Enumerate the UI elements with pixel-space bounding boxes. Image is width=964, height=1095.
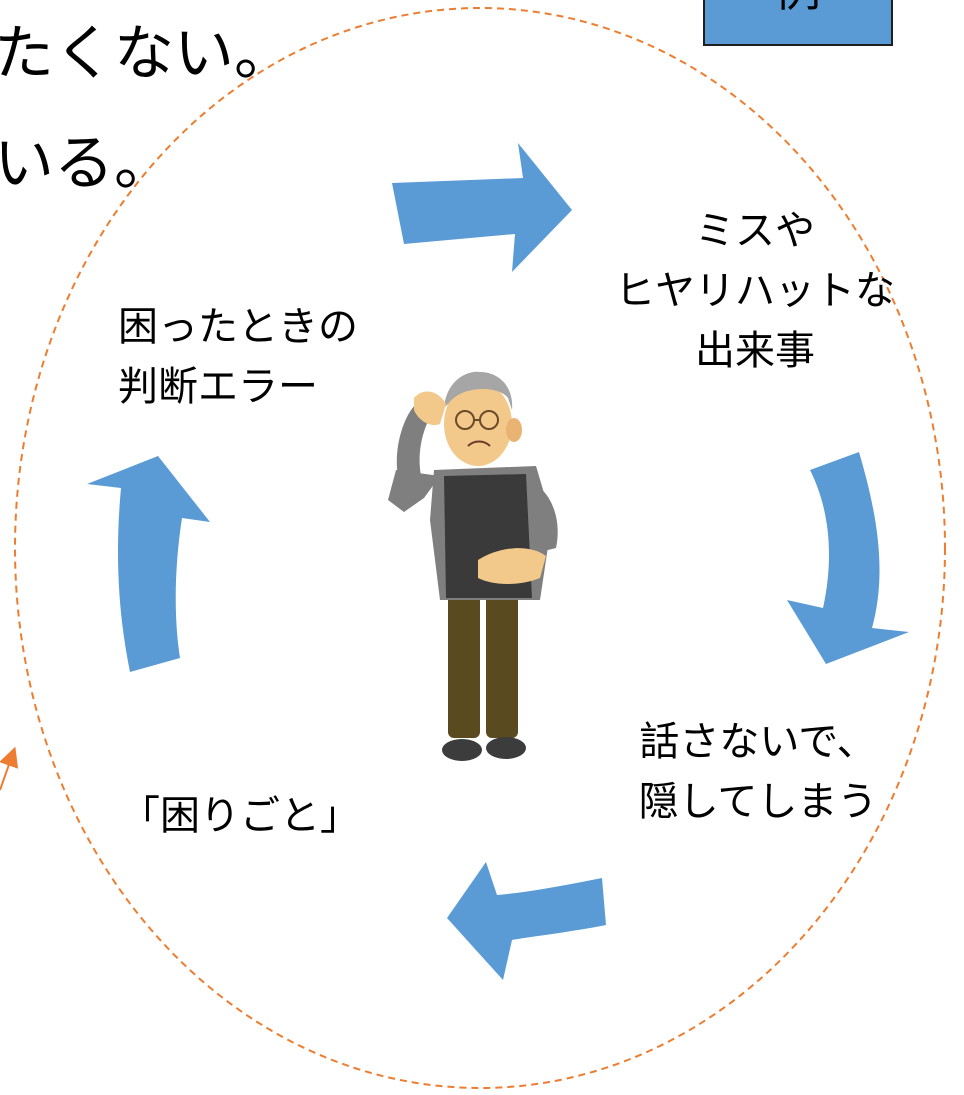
pointer-arrow (0, 746, 19, 791)
arrow-top-right (392, 143, 572, 272)
cycle-label-trouble: 「困りごと」 (120, 793, 360, 839)
example-badge-label: 例 (705, 0, 891, 20)
arrow-left-up (87, 456, 210, 672)
cycle-label-mistake-line-1: ミスや (695, 208, 815, 254)
cycle-label-problem-judgment: 困ったときの 判断エラー (118, 297, 358, 417)
dashed-cycle-boundary (14, 7, 946, 1089)
cycle-label-hiding-line-2: 隠してしまう (638, 779, 878, 825)
example-badge: 例 (703, 0, 893, 46)
heading-line-2: いる。 (0, 129, 174, 199)
arrow-right-down (787, 452, 909, 664)
heading-line-1: たくない。 (0, 19, 294, 89)
cycle-label-hiding-line-1: 話さないで、 (639, 719, 877, 765)
worried-elderly-man-illustration (388, 371, 558, 761)
cycle-label-hiding: 話さないで、 隠してしまう (588, 712, 928, 832)
cycle-label-mistake-line-2: ヒヤリハットな (615, 268, 895, 314)
cycle-label-mistake-event: ミスや ヒヤリハットな 出来事 (585, 201, 925, 381)
arrow-bottom-left (447, 862, 606, 980)
cycle-label-problem-line-1: 困ったときの (118, 304, 358, 350)
cycle-label-problem-line-2: 判断エラー (118, 364, 318, 410)
cycle-label-mistake-line-3: 出来事 (695, 328, 815, 374)
